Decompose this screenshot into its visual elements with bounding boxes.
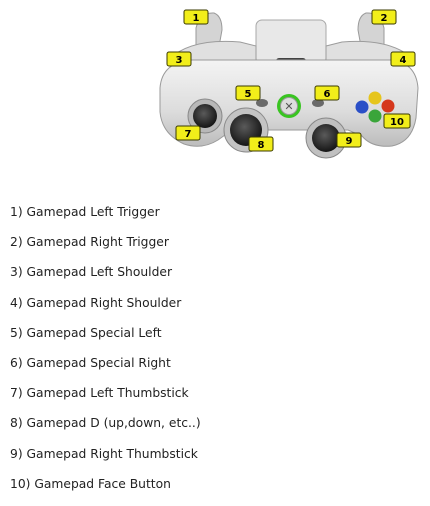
legend-item-left-trigger: 1) Gamepad Left Trigger (10, 205, 160, 219)
callout-4: 4 (390, 51, 416, 67)
callout-1: 1 (183, 9, 209, 25)
legend-item-right-trigger: 2) Gamepad Right Trigger (10, 235, 169, 250)
callout-4-number: 4 (400, 55, 407, 66)
callout-7: 7 (175, 125, 201, 141)
gamepad-diagram: ✕ 1 2 3 4 5 6 (150, 0, 420, 160)
callout-5: 5 (235, 85, 261, 101)
face-button-a (368, 109, 382, 123)
legend-item-special-right: 6) Gamepad Special Right (10, 355, 171, 370)
right-thumbstick (312, 124, 340, 152)
callout-6-number: 6 (324, 89, 331, 100)
callout-8: 8 (248, 136, 274, 152)
callout-2: 2 (371, 9, 397, 25)
callout-7-number: 7 (185, 129, 192, 140)
callout-10-number: 10 (390, 117, 404, 128)
face-button-y (368, 91, 382, 105)
top-connector (255, 19, 327, 65)
left-thumbstick (193, 104, 217, 128)
legend-item-special-left: 5) Gamepad Special Left (10, 325, 162, 340)
guide-button (280, 97, 298, 115)
callout-8-number: 8 (258, 140, 265, 151)
button-legend-list: 1) Gamepad Left Trigger 2) Gamepad Right… (10, 204, 201, 506)
back-button (256, 99, 268, 107)
legend-item-left-thumbstick: 7) Gamepad Left Thumbstick (10, 386, 189, 401)
callout-9: 9 (336, 132, 362, 148)
legend-item-dpad: 8) Gamepad D (up,down, etc..) (10, 416, 201, 431)
callout-3-number: 3 (176, 55, 183, 66)
callout-3: 3 (166, 51, 192, 67)
legend-item-right-shoulder: 4) Gamepad Right Shoulder (10, 295, 182, 310)
callout-1-number: 1 (193, 13, 200, 24)
callout-6: 6 (314, 85, 340, 101)
face-button-b (381, 99, 395, 113)
callout-10: 10 (383, 113, 411, 129)
callout-9-number: 9 (346, 136, 353, 147)
controller-image: ✕ 1 2 3 4 5 6 (159, 9, 419, 159)
legend-item-left-shoulder: 3) Gamepad Left Shoulder (10, 265, 172, 280)
guide-x-mark: ✕ (284, 100, 293, 113)
face-button-x (355, 100, 369, 114)
callout-5-number: 5 (245, 89, 252, 100)
legend-item-face-button: 10) Gamepad Face Button (10, 476, 171, 491)
start-button (312, 99, 324, 107)
callout-2-number: 2 (381, 13, 388, 24)
legend-item-right-thumbstick: 9) Gamepad Right Thumbstick (10, 446, 198, 461)
